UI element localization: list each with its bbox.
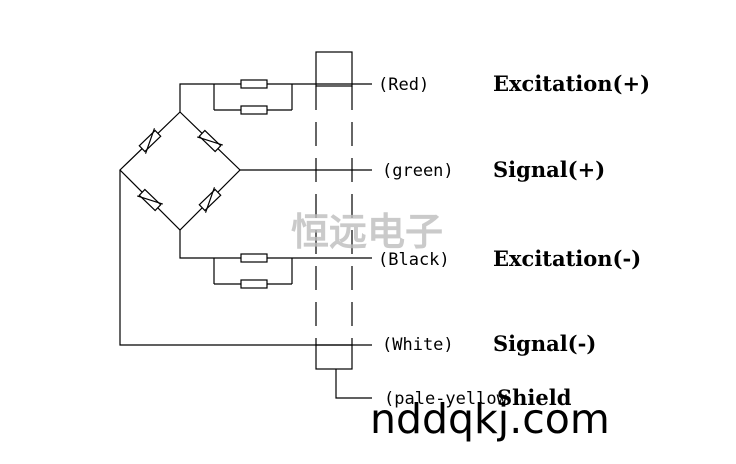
watermark-text: 恒远电子 [291,210,443,254]
cable-shield [315,51,353,370]
resistor-top-upper [240,79,268,89]
strain-gauge-bottom-left [137,188,163,212]
resistor-bottom-lower [240,279,268,289]
function-signal-plus: Signal(+) [493,157,605,182]
shield-wire [335,369,372,399]
wire-color-white: (White) [382,335,454,355]
excitation-plus-wire [179,79,372,115]
signal-minus-wire [119,170,372,346]
site-watermark: nddqkj.com [370,395,610,443]
function-excitation-plus: Excitation(+) [493,71,650,96]
excitation-minus-wire [179,230,372,289]
resistor-top-lower [240,105,268,115]
wire-color-green: (green) [382,161,454,181]
function-shield: Shield [497,385,572,410]
strain-gauge-top-right [197,129,223,153]
strain-gauge-bottom-right [198,187,222,213]
bridge-diamond [119,111,241,231]
function-excitation-minus: Excitation(-) [493,246,641,271]
wire-color-pale-yellow: (pale-yellow [384,389,508,409]
strain-gauge-top-left [138,128,162,154]
wire-color-red: (Red) [378,75,429,95]
resistor-bottom-upper [240,253,268,263]
function-signal-minus: Signal(-) [493,331,596,356]
wire-color-black: (Black) [378,250,450,270]
